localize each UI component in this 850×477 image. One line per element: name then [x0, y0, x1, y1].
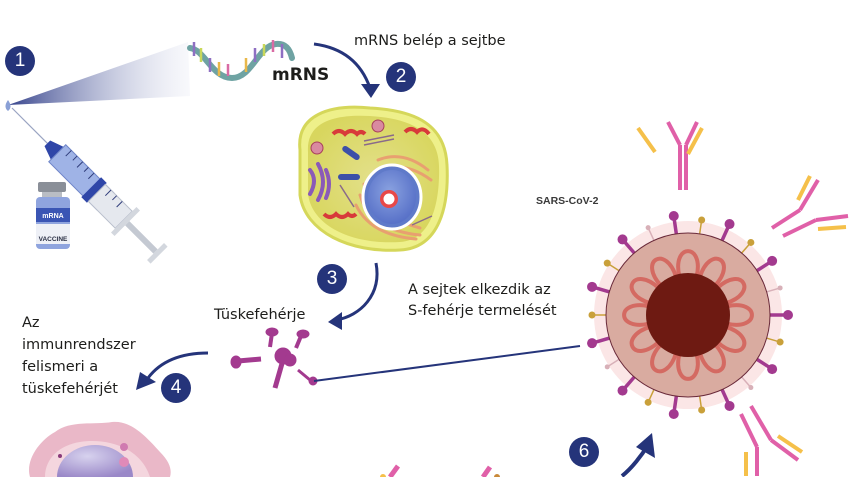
virus-spike-head — [644, 398, 652, 406]
virus-spike-stalk — [764, 287, 781, 294]
virus-spike-head — [724, 219, 735, 230]
virus-rna-loop — [650, 343, 678, 374]
virus-spike-head — [776, 338, 784, 346]
virus-spike-head — [604, 364, 610, 370]
virus-spike-head — [668, 408, 679, 419]
virus-rna-loop — [726, 303, 754, 327]
virus-spike-head — [747, 238, 755, 246]
immune-label-line2: immunrendszer — [22, 337, 136, 353]
droplet-icon — [5, 100, 11, 111]
virus-spike-head — [767, 255, 778, 266]
virus-rna-loop — [629, 277, 660, 305]
virus-spike-head — [767, 364, 778, 375]
virus-spike-head — [698, 406, 706, 414]
immune-cell-icon — [29, 421, 171, 477]
immune-label-line3: felismeri a — [22, 359, 99, 375]
spike-protein-cluster-icon — [230, 327, 318, 389]
arrow-to-virus-head — [636, 433, 655, 458]
virus-rna-loop — [716, 277, 747, 305]
virus-spike-head — [645, 225, 651, 231]
virus-spike-head — [587, 338, 598, 349]
arrow-to-spike — [335, 262, 379, 322]
vial-label-bottom: VACCINE — [39, 236, 68, 243]
human-cell-icon — [298, 105, 449, 252]
mrna-enters-cell-label: mRNS belép a sejtbe — [354, 33, 506, 49]
virus-rna-loop — [698, 343, 726, 374]
virus-rna-loop — [676, 353, 700, 381]
mrna-label: mRNS — [272, 65, 330, 85]
connector-line — [313, 345, 581, 382]
mrna-strand-icon — [187, 40, 295, 82]
vaccine-vial-icon: mRNA VACCINE — [36, 182, 70, 249]
syringe-icon — [11, 107, 168, 264]
virus-spike-stalk — [739, 374, 752, 389]
virus-rna-loop — [716, 325, 747, 353]
virus-label: SARS-CoV-2 — [536, 195, 599, 207]
virus-rna-loop — [629, 325, 660, 353]
virus-spike-head — [777, 285, 783, 291]
antibody-right — [770, 175, 849, 238]
virus-spike-head — [698, 216, 706, 224]
virus-spike-head — [603, 259, 611, 267]
virus-spike-stalk — [606, 357, 622, 368]
virus-rna-loops — [622, 249, 754, 381]
virus-rna-loop — [676, 249, 700, 277]
step-badge-2: 2 — [386, 62, 416, 92]
virus-spike-head — [587, 281, 598, 292]
virus-spike-head — [724, 400, 735, 411]
vial-label-top: mRNA — [42, 213, 63, 220]
antibody-top — [636, 121, 704, 190]
virus-rna-loop — [650, 256, 678, 287]
virus-spike-head — [783, 310, 793, 320]
virus-spike-head — [748, 385, 754, 391]
sars-cov-2-virus-icon — [587, 211, 793, 419]
arrow-to-immune-head — [136, 372, 156, 390]
cells-produce-line2: S-fehérje termelését — [408, 303, 557, 319]
immune-label-line4: tüskefehérjét — [22, 381, 118, 397]
cells-produce-line1: A sejtek elkezdik az — [408, 282, 551, 298]
arrow-into-cell-head — [361, 84, 380, 98]
virus-spike-stalk — [647, 227, 656, 243]
antibody-cluster-bottom — [380, 464, 500, 477]
spike-protein-label: Tüskefehérje — [214, 307, 306, 323]
virus-spike-head — [588, 311, 596, 319]
immune-label-line1: Az — [22, 315, 40, 331]
step-badge-3: 3 — [317, 264, 347, 294]
virus-spike-head — [668, 211, 679, 222]
virus-rna-loop — [698, 256, 726, 287]
arrow-to-spike-head — [328, 312, 342, 330]
arrow-into-cell — [313, 42, 372, 89]
injection-beam — [8, 42, 190, 105]
arrow-to-immune — [146, 351, 209, 379]
step-badge-4: 4 — [161, 373, 191, 403]
step-badge-1: 1 — [5, 46, 35, 76]
virus-spike-head — [617, 234, 628, 245]
virus-spike-head — [617, 385, 628, 396]
virus-rna-loop — [622, 303, 650, 327]
antibody-bottom-right — [739, 404, 804, 476]
virus-spikes — [587, 211, 793, 419]
step-badge-6: 6 — [569, 437, 599, 467]
